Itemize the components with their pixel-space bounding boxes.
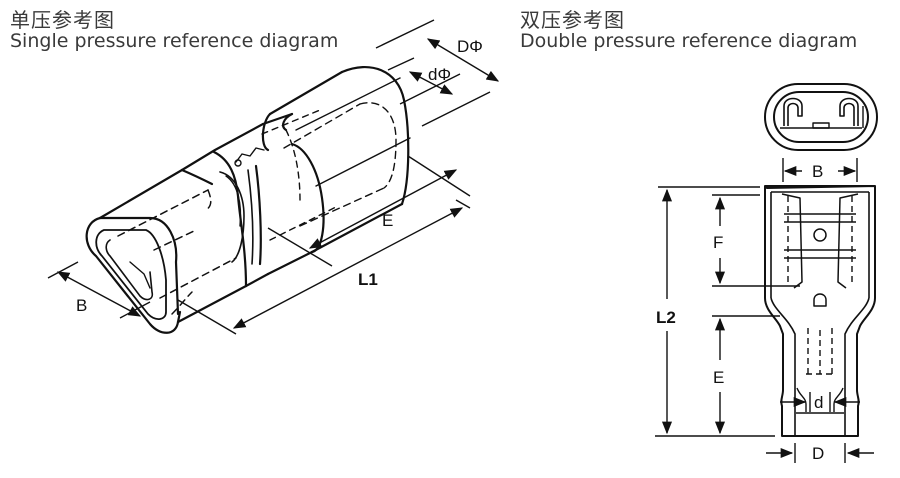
front-view-hidden — [787, 196, 853, 376]
single-pressure-terminal-drawing — [85, 65, 411, 334]
double-pressure-title-en: Double pressure reference diagram — [520, 30, 858, 52]
label-total-length-left: L1 — [358, 270, 378, 289]
double-pressure-title-cn: 双压参考图 — [520, 8, 625, 32]
double-pressure-terminal-drawing — [764, 83, 878, 437]
label-barrel-length-left: E — [382, 211, 393, 230]
dimension-lines-left — [47, 19, 500, 335]
front-opening — [85, 216, 182, 334]
contact-springs — [781, 193, 859, 307]
single-pressure-title: 单压参考图 Single pressure reference diagram — [10, 10, 338, 51]
barrel-dashes — [261, 109, 339, 241]
end-view — [764, 83, 878, 151]
label-width-left: B — [76, 296, 87, 315]
crimp-barrel — [244, 112, 314, 288]
single-pressure-title-en: Single pressure reference diagram — [10, 30, 339, 52]
single-pressure-title-cn: 单压参考图 — [10, 8, 115, 32]
label-outer-diameter-right: D — [812, 444, 824, 463]
label-width-right: B — [812, 162, 823, 181]
front-view-housing — [764, 185, 876, 437]
label-contact-length-right: F — [713, 233, 723, 252]
dimension-lines-right — [655, 158, 874, 463]
sleeve-hidden — [283, 102, 397, 227]
label-outer-diameter-left: DΦ — [457, 37, 483, 56]
label-total-length-right: L2 — [656, 308, 676, 327]
double-pressure-title: 双压参考图 Double pressure reference diagram — [520, 10, 857, 51]
label-inner-diameter-left: dΦ — [428, 65, 451, 84]
label-barrel-length-right: E — [713, 368, 724, 387]
serrations — [234, 147, 265, 167]
label-inner-diameter-right: d — [814, 393, 823, 412]
